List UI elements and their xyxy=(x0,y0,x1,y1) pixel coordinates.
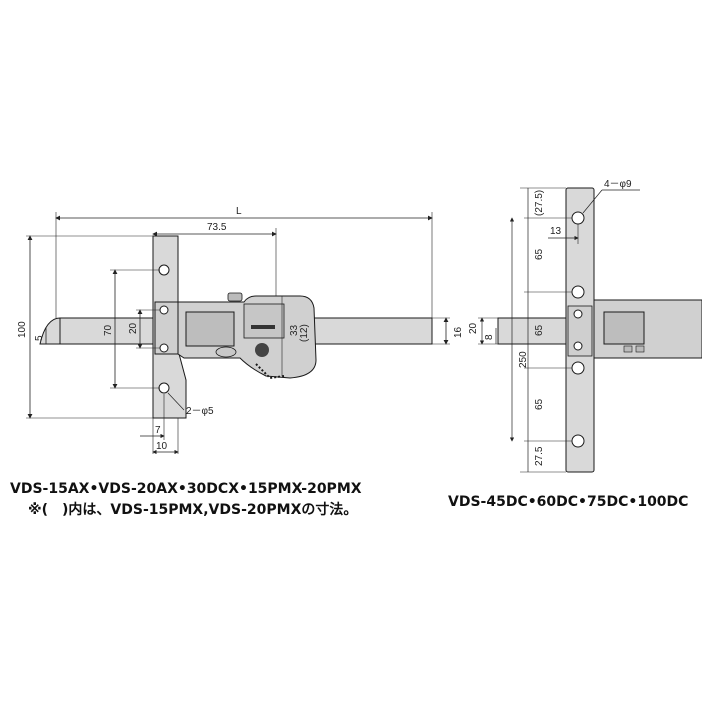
right-lcd-display xyxy=(603,311,645,345)
left-button-panel xyxy=(243,303,285,339)
left-lcd-display xyxy=(185,311,235,347)
dim-10-label: 10 xyxy=(156,441,168,452)
dim-73-5-label: 73.5 xyxy=(207,222,227,233)
dim-20-label: 20 xyxy=(128,322,139,334)
left-top-button xyxy=(227,292,243,302)
left-hole-top xyxy=(158,264,170,276)
dim-7-label: 7 xyxy=(155,425,161,436)
left-caption-note: ※( )内は、VDS-15PMX,VDS-20PMXの寸法。 xyxy=(28,502,358,518)
dim-16-label: 16 xyxy=(453,326,464,338)
dim-5-label: 5 xyxy=(34,335,45,341)
right-caliper-drawing: 4－φ9 (27.5) 65 65 65 27.5 250 13 20 8 xyxy=(468,179,702,473)
dim-12-label: (12) xyxy=(299,324,310,342)
right-caption-models: VDS-45DC•60DC•75DC•100DC xyxy=(448,494,689,510)
hole-callout-label: 2－φ5 xyxy=(186,406,214,417)
dim-70-label: 70 xyxy=(103,324,114,336)
right-dim-20-label: 20 xyxy=(468,322,479,334)
right-hole-callout-label: 4－φ9 xyxy=(604,179,632,190)
right-hole-4 xyxy=(573,341,583,351)
left-hole-mid2 xyxy=(159,343,169,353)
hole-callout-leader xyxy=(167,392,185,411)
right-hole-3 xyxy=(573,309,583,319)
right-dim-27-5-top-label: (27.5) xyxy=(534,190,545,216)
right-button-1 xyxy=(623,345,633,353)
right-dim-65-a-label: 65 xyxy=(534,248,545,260)
dim-33-label: 33 xyxy=(289,324,300,336)
right-hole-6 xyxy=(571,434,585,448)
right-hole-1 xyxy=(571,211,585,225)
dim-L-label: L xyxy=(236,206,242,217)
left-caliper-drawing: L 73.5 100 5 70 20 33 (12) 16 2－φ5 xyxy=(17,206,464,455)
right-dim-65-b-label: 65 xyxy=(534,324,545,336)
left-brand-label xyxy=(251,325,275,329)
left-power-button xyxy=(215,346,237,358)
dim-100-label: 100 xyxy=(17,321,28,338)
left-logo-badge xyxy=(255,343,269,357)
right-dim-13-label: 13 xyxy=(550,226,562,237)
left-thumb-roller xyxy=(255,363,285,380)
right-dim-8-label: 8 xyxy=(484,334,495,340)
left-caption-models: VDS-15AX•VDS-20AX•30DCX•15PMX-20PMX xyxy=(10,481,362,497)
right-beam xyxy=(497,317,567,345)
left-hole-bottom xyxy=(158,382,170,394)
left-hole-mid1 xyxy=(159,305,169,315)
right-dim-65-c-label: 65 xyxy=(534,398,545,410)
right-hole-5 xyxy=(571,361,585,375)
right-dim-250-label: 250 xyxy=(518,351,529,368)
right-hole-callout-leader xyxy=(582,189,603,214)
right-button-2 xyxy=(635,345,645,353)
right-hole-2 xyxy=(571,285,585,299)
right-dim-27-5-bot-label: 27.5 xyxy=(534,446,545,466)
